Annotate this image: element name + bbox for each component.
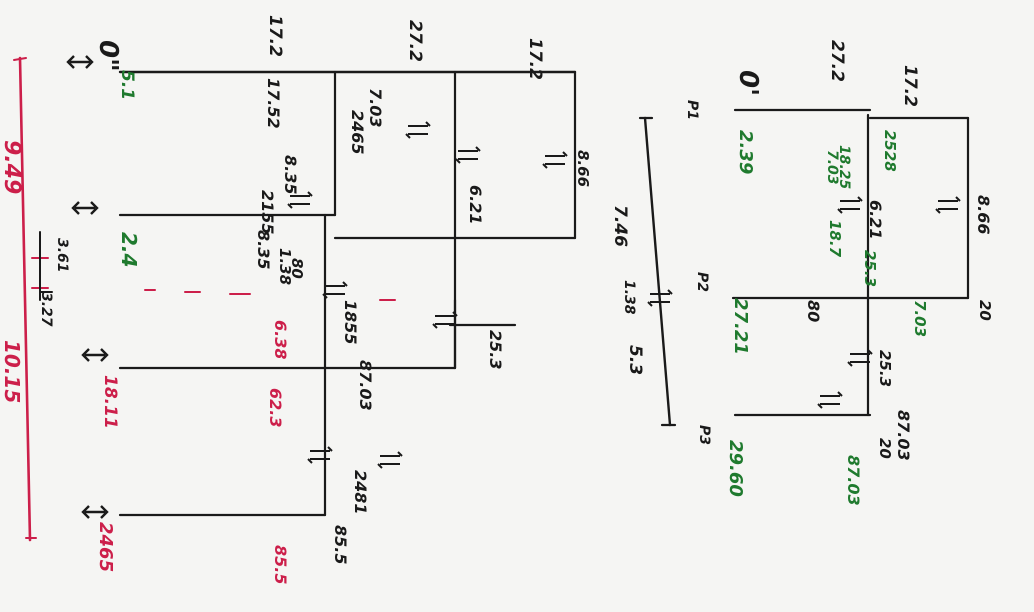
member-force-arrows-icon xyxy=(647,289,673,307)
member-force-arrows-icon xyxy=(307,446,333,464)
value-label: 27.21 xyxy=(730,298,751,355)
value-label: 6.21 xyxy=(466,185,485,224)
value-label: 6.38 xyxy=(271,320,290,359)
member-force-arrows-icon xyxy=(935,196,961,214)
member-force-arrows-icon xyxy=(455,146,481,164)
member-force-arrows-icon xyxy=(837,196,863,214)
value-label: 80 xyxy=(804,300,823,322)
value-label: 6.21 xyxy=(866,200,885,239)
value-label: 10.15 xyxy=(0,340,24,403)
value-label: 2481 xyxy=(351,470,370,515)
value-label: 29.60 xyxy=(725,440,746,497)
member-force-arrows-icon xyxy=(817,391,843,409)
value-label: 18.25 xyxy=(836,145,852,190)
value-label: 25.3 xyxy=(486,330,505,369)
origin-label: 0" xyxy=(93,40,123,72)
value-label: 25.3 xyxy=(876,350,894,387)
value-label: P1 xyxy=(684,100,700,120)
value-label: 2528 xyxy=(881,130,899,172)
value-label: 18.7 xyxy=(826,220,844,258)
value-label: 18.11 xyxy=(100,375,120,429)
value-label: 80 xyxy=(288,258,306,279)
support-arrow-icon xyxy=(66,55,94,69)
frame-member-lines xyxy=(13,56,970,542)
value-label: 87.03 xyxy=(356,360,375,411)
value-label: 87.03 xyxy=(844,455,863,506)
value-label: 1.38 xyxy=(276,248,294,285)
origin-label: 0' xyxy=(733,70,763,96)
value-label: 62.3 xyxy=(266,388,285,427)
value-label: 5.1 xyxy=(117,70,137,100)
value-label: 87.03 xyxy=(894,410,913,461)
member-force-arrows-icon xyxy=(847,349,873,367)
base-line xyxy=(643,116,672,427)
value-label: 9.49 xyxy=(0,140,24,194)
member-force-arrows-icon xyxy=(432,311,458,329)
value-label: 2.39 xyxy=(735,130,756,174)
support-arrow-icon xyxy=(81,505,109,519)
value-label: 7.03 xyxy=(911,300,929,337)
value-label: 27.2 xyxy=(827,40,847,82)
value-label: 85.5 xyxy=(331,525,350,564)
value-label: 17.2 xyxy=(525,38,545,80)
value-label: 20 xyxy=(976,300,994,321)
member-force-arrows-icon xyxy=(322,281,348,299)
value-label: 8.66 xyxy=(974,195,993,234)
member-force-arrows-icon xyxy=(405,121,431,139)
value-label: 17.52 xyxy=(264,78,283,129)
value-label: 25.3 xyxy=(861,250,879,287)
value-label: 5.3 xyxy=(625,345,645,375)
member-force-arrows-icon xyxy=(542,151,568,169)
value-label: P2 xyxy=(694,272,710,292)
value-label: 1.38 xyxy=(621,280,637,315)
support-arrows xyxy=(66,55,961,519)
value-label: 17.2 xyxy=(900,65,920,107)
value-label: 8.66 xyxy=(574,150,592,187)
value-label: 7.46 xyxy=(610,205,630,247)
value-label: P3 xyxy=(696,425,712,445)
value-label: 17.2 xyxy=(265,15,285,57)
member-force-arrows-icon xyxy=(287,191,313,209)
member-line xyxy=(13,57,27,61)
value-label: 8.35 xyxy=(281,155,300,194)
member-force-arrows-icon xyxy=(377,451,403,469)
value-label: 3.27 xyxy=(38,292,54,327)
value-label: 2465 xyxy=(348,110,367,155)
value-label: 8.35 xyxy=(254,230,273,269)
value-label: 2155 xyxy=(258,190,277,235)
dimension-line xyxy=(18,56,32,542)
value-label: 20 xyxy=(876,438,894,459)
value-label: 2465 xyxy=(95,522,116,572)
value-label: 7.03 xyxy=(824,150,840,185)
support-arrow-icon xyxy=(81,348,109,362)
support-arrow-icon xyxy=(71,201,99,215)
value-label: 7.03 xyxy=(366,88,385,127)
value-label: 27.2 xyxy=(405,20,425,62)
value-label: 85.5 xyxy=(271,545,290,584)
value-label: 3.61 xyxy=(54,238,70,273)
value-label: 2.4 xyxy=(117,232,141,267)
value-label: 1855 xyxy=(341,300,360,345)
